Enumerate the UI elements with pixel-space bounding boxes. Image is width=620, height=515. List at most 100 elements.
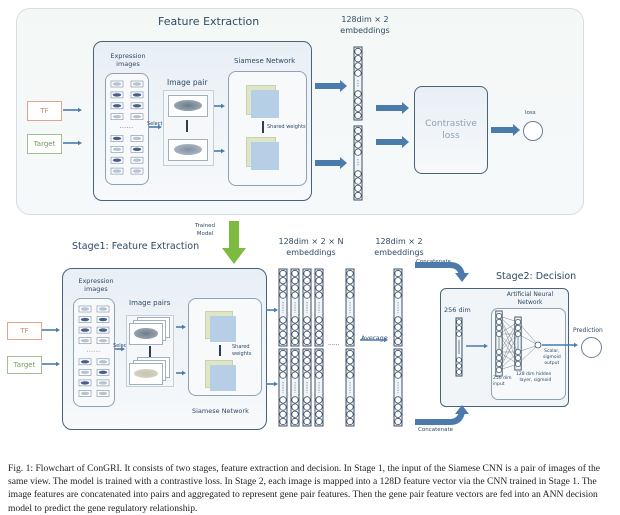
embN-column-bottom-4-node [346,371,354,379]
stage2-title: Stage2: Decision [496,271,577,282]
embN-column-bottom-3-node [315,364,323,372]
contrastive-line1: Contrastive [425,119,477,129]
embN-column-bottom-2-node [303,349,311,358]
contrastive-loss-box [414,86,488,174]
pair-to-siamese-arrow-1-head [221,103,225,109]
embN-column-bottom-1-node [291,349,299,358]
ann-edge [517,321,539,346]
ann-edge [517,344,539,353]
embN-column-top-1-node [291,277,299,285]
embN-column-bottom-1-node [291,403,299,411]
embN-column-top-1-node [291,284,299,292]
training-expression-thumbnail-embryo [132,147,142,152]
training-embedding-column-1-node [354,104,362,112]
ann-input-node [496,325,502,331]
emb2-column-bottom-node [394,349,402,358]
embN-column-top-0-node [279,269,287,278]
ann-input-node [496,367,502,373]
conv-square-2 [251,142,279,170]
stage1-tf-input-box: TF [7,322,42,340]
training-expression-thumbnail-embryo [112,93,122,97]
embN-line1: 128dim × 2 × N [278,237,344,246]
embN-column-bottom-3-node [315,349,323,358]
embN-column-bottom-0-node [279,349,287,358]
emb2-column-top-node [394,291,402,299]
training-embedding-column-1-node [354,111,362,120]
loss-node [523,121,543,141]
embN-column-top-1-node [291,316,299,324]
training-expression-thumbnail-embryo [132,136,142,141]
embN-column-bottom-2-node [303,403,311,411]
embN-column-top-3-node [315,284,323,292]
siamese-to-embedding-arrow-1 [315,80,347,92]
embN-column-top-0-node [279,284,287,292]
embN-column-top-2-node [303,291,311,299]
stage1-expression-images-label: Expression images [78,277,114,293]
ann-input-node [496,349,502,355]
trained-model-label: Trained Model [194,223,216,237]
hidden-layer-label: 128 dim hidden layer, sigmoid [516,372,552,383]
training-expression-thumbnail-embryo [112,158,122,162]
trained-model-arrow [222,221,246,264]
stage1-expression-thumbnail-embryo [80,307,90,311]
emb2-column-bottom-node [394,403,402,411]
stage1-pair-arrow-2-head [182,370,186,376]
tf-arrow-head [78,107,82,113]
embN-column-bottom-0-node [279,371,287,379]
ann-edge [498,321,519,353]
stage1-expression-images-list [73,298,115,407]
ann-edge [498,333,519,371]
siamese-to-embedding-arrow-2 [315,157,347,169]
loss-output-arrow [491,124,520,136]
embN-column-top-4-node [346,277,354,285]
dim256-node [456,369,462,375]
select-label: Select [147,121,163,127]
embN-column-bottom-4-node [346,396,354,404]
expression-images-label: Expression images [110,52,146,68]
embN-line2: embeddings [286,248,336,257]
embN-column-top-3-node [315,330,323,338]
training-embedding-column-1-node [354,69,362,77]
training-expression-thumbnail-embryo [132,104,142,108]
training-embedding-column-2-node [354,170,362,178]
ann-edge [498,351,519,365]
stage1-expression-thumbnail-embryo [80,391,90,396]
dim256-to-ann-arrow-head [484,343,488,349]
ann-hidden-node [515,355,521,361]
dim256-node [456,325,462,331]
loss-label: loss [525,110,536,116]
embN-column-top-1-node [291,330,299,338]
stage1-expression-thumbnail-embryo [98,328,108,332]
shared-weights-label: Shared weights [267,124,306,130]
conv-square-1 [251,90,279,118]
prediction-arrow-head [574,342,578,348]
embN-column-bottom-4-node [346,403,354,411]
embN-column-top-4-node [346,284,354,292]
image-pairs-label: Image pairs [129,299,171,307]
ann-hidden-node [515,325,521,331]
ann-edge [517,333,539,346]
ann-hidden-node [515,331,521,337]
pair-to-siamese-arrow-2-head [221,148,225,154]
embN-column-bottom-2-node [303,410,311,418]
dim256-node [456,319,462,325]
embN-column-bottom-3-node [315,357,323,365]
embN-column-top-3-node [315,337,323,346]
figure-caption: Fig. 1: Flowchart of ConGRI. It consists… [8,463,601,514]
training-expression-thumbnail-embryo [132,169,142,173]
ann-output-node [534,341,542,349]
ann-edge [498,315,519,365]
dim256-label: 256 dim [444,306,471,314]
embedding-to-loss-arrow-1 [376,102,409,114]
stage1-square-2 [210,365,236,391]
stage1-expression-thumbnail-embryo [98,381,108,385]
embN-column-bottom-2-node [303,364,311,372]
embN-column-bottom-2-node [303,417,311,426]
training-embedding-column-1-node [354,62,362,70]
stage1-shared-link [219,345,221,356]
emb2-column-bottom-node [394,410,402,418]
embN-label: 128dim × 2 × N embeddings [272,236,350,258]
concatenate-top-arrow [415,262,465,276]
embN-column-top-4-node [346,316,354,324]
training-embedding-column-2 [353,125,363,201]
